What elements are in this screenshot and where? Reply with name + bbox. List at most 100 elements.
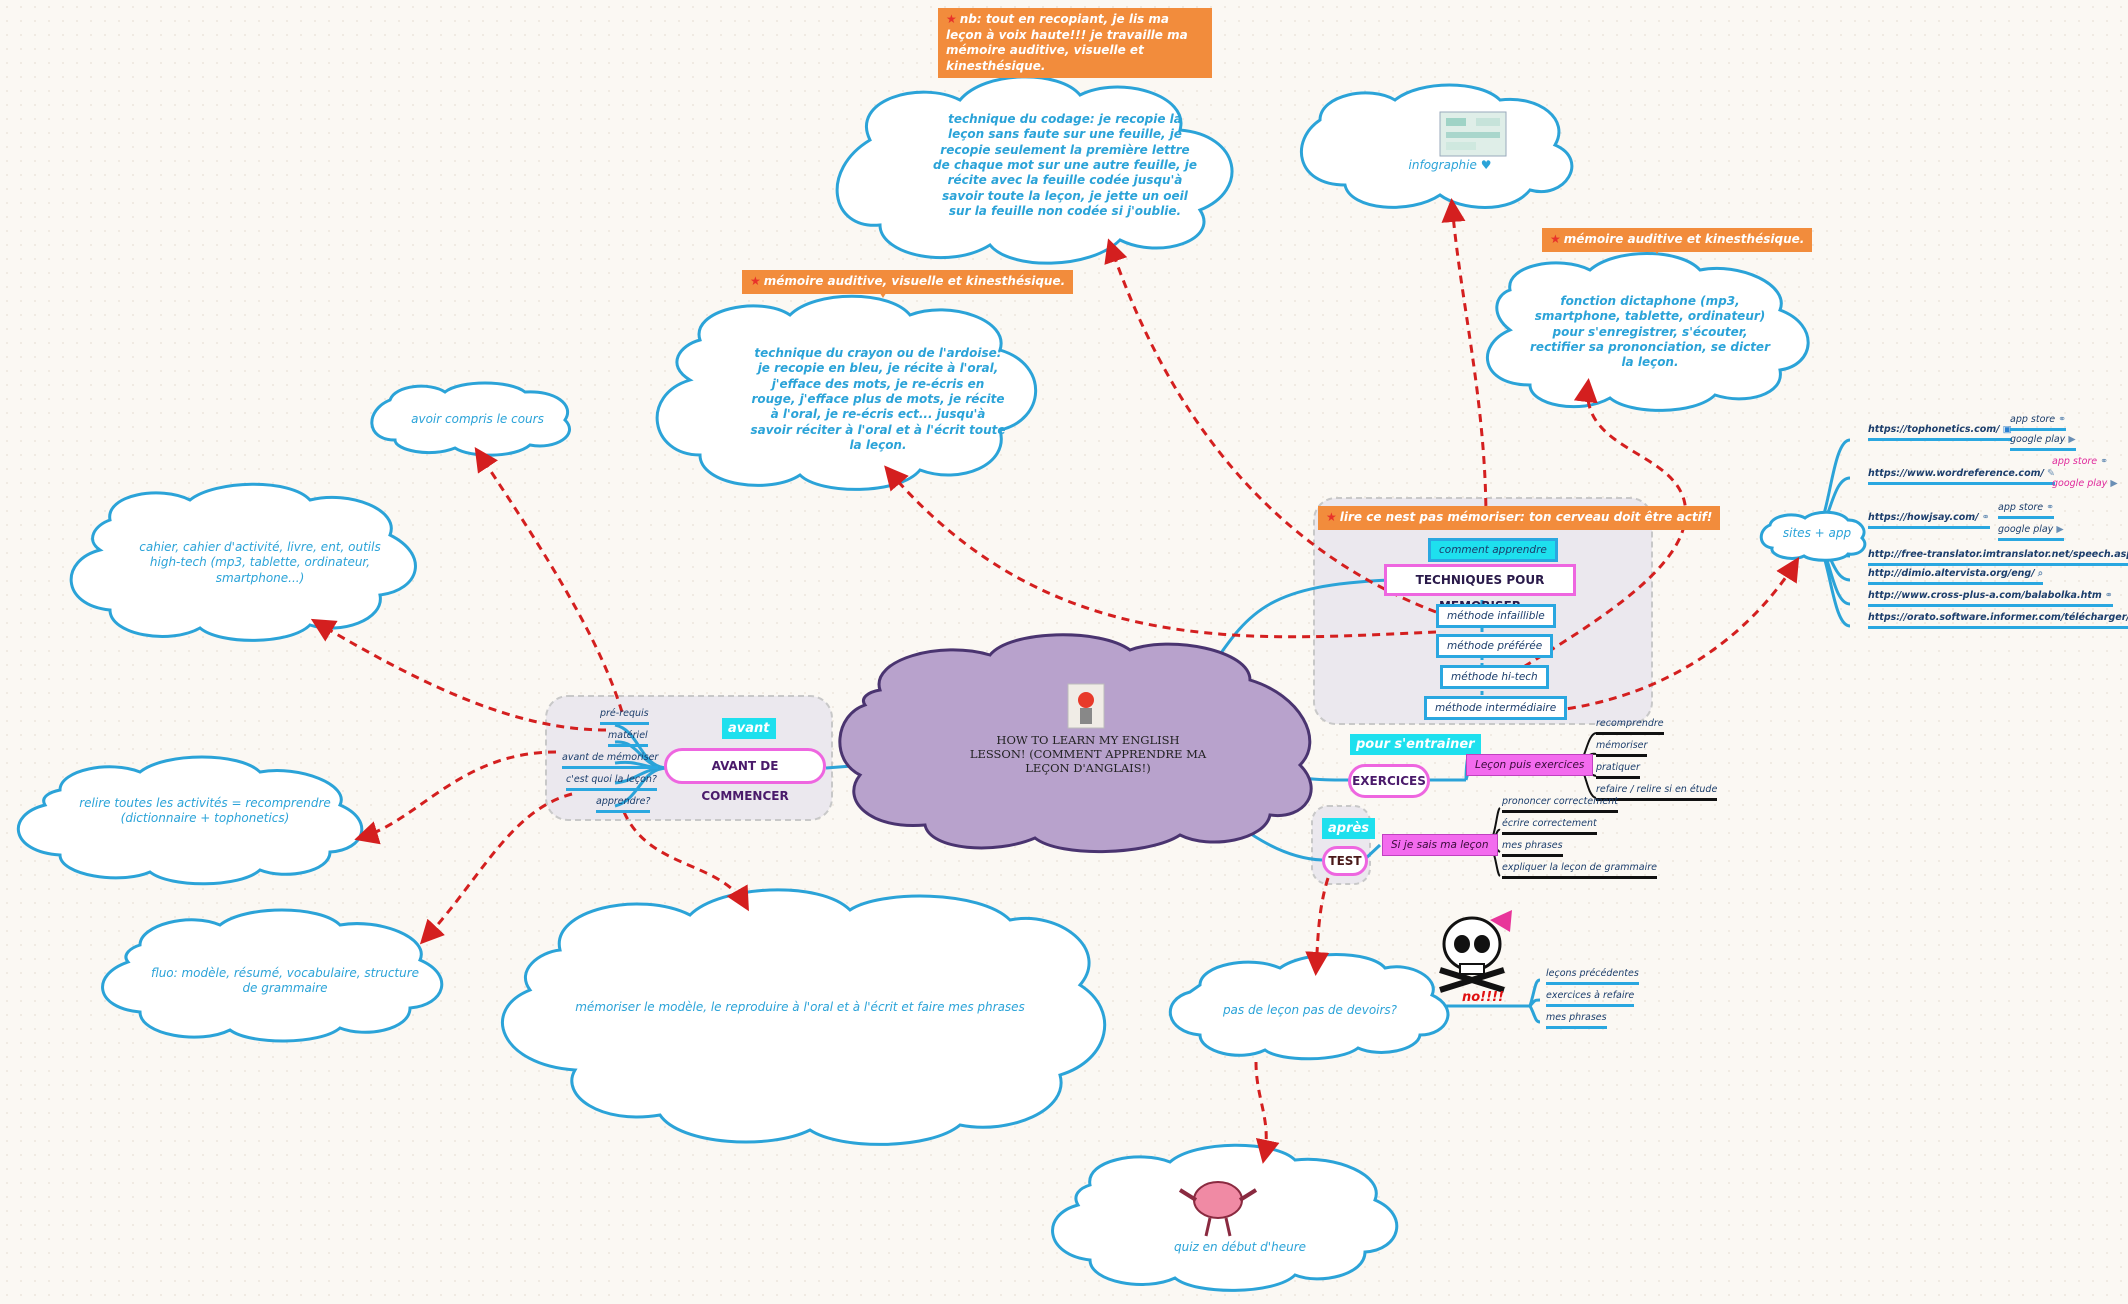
test-main-node[interactable]: TEST: [1322, 846, 1368, 876]
cloud-sites-text[interactable]: sites + app: [1782, 526, 1852, 540]
link-icon: ⚭: [2046, 502, 2055, 513]
star-icon: ★: [946, 12, 957, 26]
techniques-main-node[interactable]: TECHNIQUES POUR MEMORISER: [1384, 564, 1576, 613]
center-title[interactable]: HOW TO LEARN MY ENGLISH LESSON! (COMMENT…: [969, 733, 1207, 775]
note-codage-text: nb: tout en recopiant, je lis ma leçon à…: [946, 12, 1188, 73]
cloud-quiz-text: quiz en début d'heure: [1173, 1240, 1307, 1254]
site-dimio[interactable]: http://dimio.altervista.org/eng/⌕: [1868, 568, 2044, 585]
note-codage: ★nb: tout en recopiant, je lis ma leçon …: [938, 8, 1212, 79]
test-box[interactable]: Si je sais ma leçon: [1382, 834, 1498, 856]
avant-item-apprendre[interactable]: apprendre?: [596, 796, 651, 813]
cloud-pasdelecon: [1168, 953, 1450, 1061]
howjsay-google-play[interactable]: google play▶: [1998, 524, 2064, 541]
test-item-ecrire[interactable]: écrire correctement: [1502, 818, 1597, 835]
arrow-infaillible-codage: [1104, 238, 1437, 614]
pen-icon: ✎: [2046, 468, 2055, 479]
cloud-avoir-text: avoir compris le cours: [411, 412, 544, 426]
center-image: [1067, 683, 1105, 729]
cloud-cahier-text: cahier, cahier d'activité, livre, ent, o…: [139, 540, 381, 585]
arrow-hitech-dictaphone: [1511, 378, 1688, 676]
red-arrows: [310, 198, 1800, 1164]
note-dictaphone-text: mémoire auditive et kinesthésique.: [1563, 232, 1805, 246]
cloud-dictaphone-text: fonction dictaphone (mp3, smartphone, ta…: [1530, 294, 1770, 370]
link-icon: ⚭: [2100, 456, 2109, 467]
no-item-phrases[interactable]: mes phrases: [1546, 1012, 1607, 1029]
site-tophonetics[interactable]: https://tophonetics.com/▣: [1868, 424, 2012, 441]
arrow-preferee-crayon: [884, 465, 1437, 639]
cloud-cahier: [69, 482, 417, 642]
cloud-infographie: [1299, 83, 1574, 209]
tophonetics-app-store[interactable]: app store⚭: [2010, 414, 2067, 431]
exercices-main-node[interactable]: EXERCICES: [1348, 764, 1430, 798]
test-item-phrases[interactable]: mes phrases: [1502, 840, 1563, 857]
app-store-label: app store: [1998, 502, 2044, 513]
avant-item-cest-quoi[interactable]: c'est quoi la leçon?: [566, 774, 657, 791]
note-techniques: ★lire ce nest pas mémoriser: ton cerveau…: [1318, 506, 1721, 530]
exercices-item-pratiquer[interactable]: pratiquer: [1596, 762, 1640, 779]
cloud-relire-text: relire toutes les activités = recomprend…: [79, 796, 331, 826]
website-icon: ▣: [2002, 424, 2012, 435]
exercices-item-refaire[interactable]: refaire / relire si en étude: [1596, 784, 1718, 801]
site-wordreference[interactable]: https://www.wordreference.com/✎: [1868, 468, 2055, 485]
cloud-codage-text: technique du codage: je recopie la leçon…: [933, 112, 1197, 219]
cloud-relire: [16, 755, 364, 886]
avant-item-avant-de-memoriser[interactable]: avant de mémoriser: [562, 752, 659, 769]
arrow-apprendre-memoriser: [622, 811, 749, 912]
exercices-item-memoriser[interactable]: mémoriser: [1596, 740, 1648, 757]
test-tag: après: [1322, 818, 1376, 839]
play-icon: ▶: [2056, 524, 2064, 535]
wordreference-app-store[interactable]: app store⚭: [2052, 456, 2108, 470]
arrow-test-pasdelecon: [1305, 877, 1330, 976]
google-play-label: google play: [2052, 478, 2108, 489]
method-hitech[interactable]: méthode hi-tech: [1440, 665, 1549, 689]
avant-item-materiel[interactable]: matériel: [608, 730, 648, 747]
cloud-memoriser: [501, 888, 1107, 1146]
techniques-comment-apprendre[interactable]: comment apprendre: [1428, 538, 1558, 562]
test-item-prononcer[interactable]: prononcer correctement: [1502, 796, 1618, 813]
cloud-dictaphone: [1485, 252, 1810, 412]
link-icon: ⚭: [2104, 590, 2113, 601]
site-orato[interactable]: https://orato.software.informer.com/télé…: [1868, 612, 2128, 629]
cloud-crayon-text: technique du crayon ou de l'ardoise: je …: [750, 346, 1006, 453]
no-item-exercices[interactable]: exercices à refaire: [1546, 990, 1635, 1007]
tophonetics-google-play[interactable]: google play▶: [2010, 434, 2076, 451]
center-cloud: [838, 633, 1313, 854]
site-wordreference-text: https://www.wordreference.com/: [1868, 468, 2044, 479]
site-dimio-text: http://dimio.altervista.org/eng/: [1868, 568, 2035, 579]
exercices-tag: pour s'entrainer: [1350, 734, 1481, 755]
site-balabolka-text: http://www.cross-plus-a.com/balabolka.ht…: [1868, 590, 2102, 601]
avant-item-prerequis[interactable]: pré-requis: [600, 708, 649, 725]
arrow-comment-infographie: [1441, 198, 1488, 521]
skull-image: [1439, 910, 1512, 993]
exercices-item-recomprendre[interactable]: recomprendre: [1596, 718, 1664, 735]
site-balabolka[interactable]: http://www.cross-plus-a.com/balabolka.ht…: [1868, 590, 2113, 607]
arrow-materiel-cahier: [310, 618, 607, 732]
method-infaillible[interactable]: méthode infaillible: [1436, 604, 1556, 628]
method-preferee[interactable]: méthode préférée: [1436, 634, 1554, 658]
method-intermediaire[interactable]: méthode intermédiaire: [1424, 696, 1568, 720]
howjsay-app-store[interactable]: app store⚭: [1998, 502, 2055, 519]
note-dictaphone: ★mémoire auditive et kinesthésique.: [1542, 228, 1813, 252]
site-tophonetics-text: https://tophonetics.com/: [1868, 424, 2000, 435]
cloud-infographie-text[interactable]: infographie ♥: [1408, 158, 1492, 172]
site-imtranslator[interactable]: http://free-translator.imtranslator.net/…: [1868, 546, 2128, 566]
star-icon: ★: [1326, 510, 1337, 524]
cloud-sites: [1759, 510, 1867, 562]
wordreference-google-play[interactable]: google play▶: [2052, 478, 2118, 492]
arrow-avantmem-relire: [354, 750, 557, 845]
no-item-lecons[interactable]: leçons précédentes: [1546, 968, 1639, 985]
site-howjsay[interactable]: https://howjsay.com/⚭: [1868, 512, 1990, 529]
play-icon: ▶: [2110, 478, 2118, 489]
site-howjsay-text: https://howjsay.com/: [1868, 512, 1979, 523]
exercices-box[interactable]: Leçon puis exercices: [1466, 754, 1594, 776]
test-item-expliquer[interactable]: expliquer la leçon de grammaire: [1502, 862, 1658, 879]
arrow-prerequis-avoir: [474, 447, 624, 713]
avant-main-node[interactable]: AVANT DE COMMENCER: [664, 748, 826, 803]
cloud-crayon: [655, 294, 1038, 491]
cloud-pasdelecon-text: pas de leçon pas de devoirs?: [1222, 1003, 1398, 1017]
google-play-label: google play: [2010, 434, 2066, 445]
cloud-fluo: [101, 908, 444, 1043]
cloud-fluo-text: fluo: modèle, résumé, vocabulaire, struc…: [150, 966, 420, 996]
site-orato-text: https://orato.software.informer.com/télé…: [1868, 612, 2128, 623]
